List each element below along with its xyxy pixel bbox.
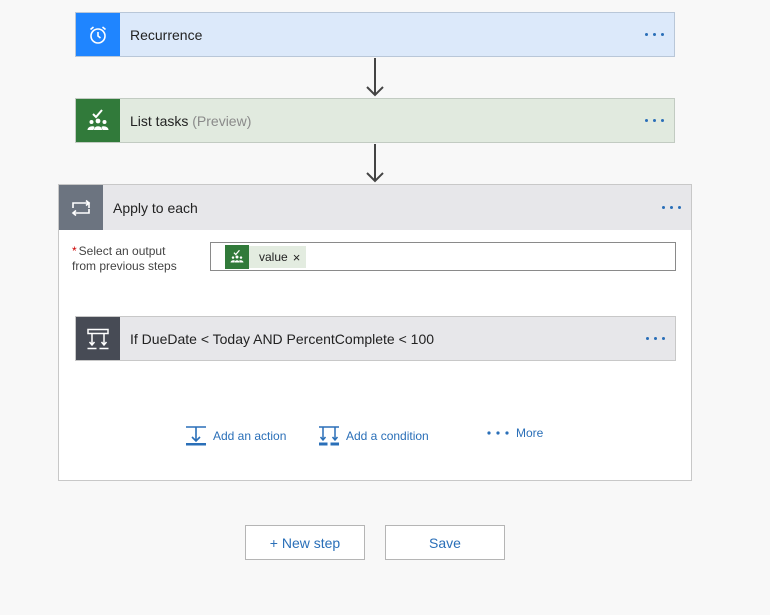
recurrence-title: Recurrence: [130, 26, 203, 43]
list-tasks-step[interactable]: List tasks (Preview): [75, 98, 675, 143]
new-step-button[interactable]: + New step: [245, 525, 365, 560]
planner-icon: [76, 99, 120, 142]
apply-to-each-more-icon[interactable]: [651, 185, 691, 230]
add-condition-label: Add a condition: [346, 429, 429, 443]
recurrence-more-icon[interactable]: [634, 13, 674, 56]
condition-more-icon[interactable]: [635, 317, 675, 360]
list-tasks-more-icon[interactable]: [634, 99, 674, 142]
select-output-label-line1: Select an output: [78, 244, 166, 258]
condition-title: If DueDate < Today AND PercentComplete <…: [130, 330, 435, 347]
apply-to-each-header[interactable]: Apply to each: [59, 185, 691, 230]
add-action-label: Add an action: [213, 429, 287, 443]
more-button[interactable]: More: [486, 426, 543, 440]
apply-to-each-step: Apply to each *Select an output from pre…: [58, 184, 692, 481]
list-tasks-header[interactable]: List tasks (Preview): [76, 99, 674, 142]
preview-tag: (Preview): [192, 112, 252, 129]
apply-to-each-title: Apply to each: [113, 199, 198, 216]
recurrence-header[interactable]: Recurrence: [76, 13, 674, 56]
add-action-button[interactable]: Add an action: [185, 426, 286, 446]
value-token[interactable]: value ×: [225, 245, 307, 269]
save-button[interactable]: Save: [385, 525, 505, 560]
planner-icon: [225, 245, 249, 269]
loop-icon: [59, 185, 103, 230]
value-token-label: value: [259, 250, 288, 264]
more-label: More: [516, 426, 544, 440]
arrow-down-icon: [366, 144, 384, 183]
condition-header[interactable]: If DueDate < Today AND PercentComplete <…: [76, 317, 675, 360]
add-condition-button[interactable]: Add a condition: [318, 426, 429, 446]
arrow-down-icon: [366, 58, 384, 97]
condition-step[interactable]: If DueDate < Today AND PercentComplete <…: [75, 316, 676, 361]
condition-icon: [76, 317, 120, 360]
required-mark: *: [72, 244, 77, 258]
alarm-clock-icon: [76, 13, 120, 56]
more-dots-icon: [487, 431, 509, 435]
add-action-icon: [186, 426, 206, 446]
add-condition-icon: [319, 426, 339, 446]
recurrence-step[interactable]: Recurrence: [75, 12, 675, 57]
list-tasks-title-text: List tasks: [130, 112, 189, 129]
list-tasks-title: List tasks (Preview): [130, 113, 634, 129]
select-output-label-line2: from previous steps: [72, 259, 177, 273]
select-output-input[interactable]: value ×: [210, 242, 676, 271]
select-output-label: *Select an output from previous steps: [72, 244, 177, 274]
remove-token-icon[interactable]: ×: [292, 249, 301, 265]
